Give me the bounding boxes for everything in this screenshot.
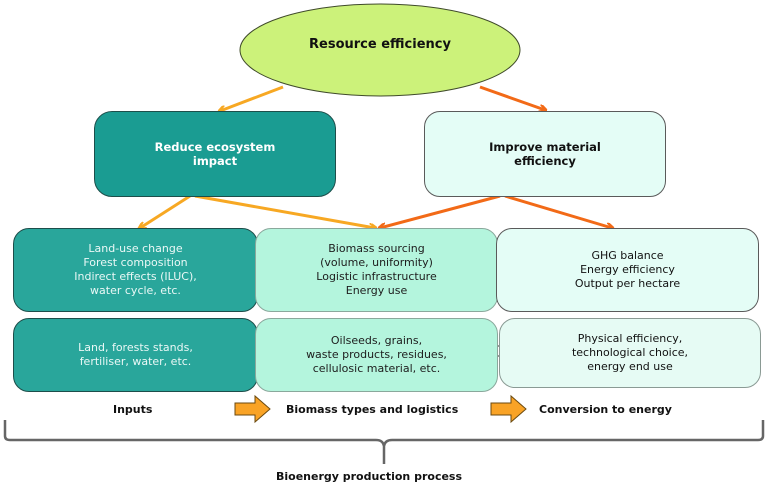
stage-label-conversion: Conversion to energy: [539, 403, 672, 416]
reduce-ecosystem-impact-box: Reduce ecosystem impact: [94, 111, 336, 197]
conversion-types-box: Physical efficiency, technological choic…: [499, 318, 761, 388]
process-brace: [3, 420, 765, 464]
stage-label-biomass: Biomass types and logistics: [286, 403, 459, 416]
resource-efficiency-ellipse: [239, 3, 521, 97]
process-label: Bioenergy production process: [276, 470, 463, 483]
arrow-to-reduce-ecosystem: [220, 85, 284, 111]
biomass-impact-box: Biomass sourcing (volume, uniformity) Lo…: [255, 228, 498, 312]
improve-material-efficiency-box: Improve material efficiency: [424, 111, 666, 197]
inputs-types-box: Land, forests stands, fertiliser, water,…: [13, 318, 258, 392]
stage-label-inputs: Inputs: [113, 403, 153, 416]
stage-arrow-icon: [234, 394, 271, 424]
inputs-impact-box: Land-use change Forest composition Indir…: [13, 228, 258, 312]
biomass-types-box: Oilseeds, grains, waste products, residu…: [255, 318, 498, 392]
conversion-impact-box: GHG balance Energy efficiency Output per…: [496, 228, 759, 312]
arrow-improve-to-biomass: [380, 194, 501, 228]
arrow-reduce-to-inputs: [140, 194, 191, 228]
stage-arrow-icon: [490, 394, 527, 424]
arrow-improve-to-conversion: [504, 194, 612, 228]
resource-efficiency-title: Resource efficiency: [309, 37, 451, 52]
arrow-reduce-to-biomass: [194, 194, 375, 228]
arrow-to-improve-material: [479, 85, 545, 110]
